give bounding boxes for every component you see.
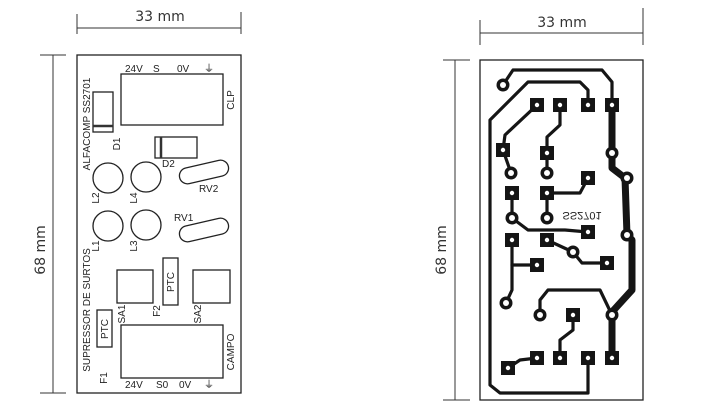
- surge-arrester-sa2: SA2: [192, 269, 231, 323]
- drill-hole: [505, 365, 511, 371]
- drill-hole: [544, 170, 550, 176]
- board-brand: ALFACOMP SS2701: [82, 77, 93, 170]
- clp-connector: 24V S 0V ⏚ CLP: [120, 63, 237, 126]
- varistor-rv2: RV2: [178, 159, 230, 195]
- campo-label: CAMPO: [226, 333, 237, 370]
- l4-label: L4: [129, 192, 140, 204]
- drill-hole: [508, 170, 514, 176]
- drill-hole: [534, 102, 540, 108]
- drill-hole: [609, 150, 615, 156]
- width-label: 33 mm: [537, 15, 587, 31]
- drill-hole: [534, 355, 540, 361]
- inductors: L2 L4 L1 L3: [91, 161, 162, 252]
- drill-hole: [534, 262, 540, 268]
- drill-hole: [609, 355, 615, 361]
- height-dimension: 68 mm: [434, 59, 470, 401]
- diode-d1: D1: [92, 91, 123, 150]
- ground-symbol: ⏚: [204, 379, 214, 391]
- pin-label: S: [153, 64, 160, 75]
- drill-hole: [500, 147, 506, 153]
- l1-label: L1: [91, 240, 102, 252]
- component-side-layout: 33 mm 68 mm 24V S 0V ⏚ CLP ALFACOMP SS27…: [33, 9, 242, 394]
- drill-hole: [544, 150, 550, 156]
- fuse-f1: PTC F1: [96, 309, 113, 384]
- drill-hole: [624, 232, 630, 238]
- height-label: 68 mm: [434, 225, 450, 275]
- drill-hole: [544, 190, 550, 196]
- drill-hole: [570, 312, 576, 318]
- d2-label: D2: [162, 159, 175, 170]
- copper-side-layout: 33 mm 68 mm SS2701: [434, 8, 644, 401]
- drill-hole: [624, 175, 630, 181]
- surge-arrester-sa1: SA1: [116, 269, 154, 323]
- round-pads: [496, 78, 634, 322]
- sa1-label: SA1: [117, 304, 128, 323]
- sa2-label: SA2: [193, 304, 204, 323]
- drill-hole: [585, 175, 591, 181]
- l3-label: L3: [129, 240, 140, 252]
- pin-label: S0: [156, 380, 169, 391]
- height-dimension: 68 mm: [33, 54, 66, 394]
- diode-d2: D2: [154, 136, 198, 170]
- f1-label: F1: [99, 372, 110, 384]
- width-dimension: 33 mm: [76, 9, 242, 34]
- drill-hole: [585, 355, 591, 361]
- drill-hole: [609, 312, 615, 318]
- pin-label: 24V: [125, 380, 143, 391]
- rv1-label: RV1: [174, 213, 194, 224]
- pin-label: 0V: [179, 380, 192, 391]
- drill-hole: [557, 102, 563, 108]
- width-label: 33 mm: [135, 9, 185, 25]
- drill-hole: [500, 82, 506, 88]
- drill-hole: [544, 237, 550, 243]
- d1-label: D1: [112, 137, 123, 150]
- drill-hole: [509, 190, 515, 196]
- clp-label: CLP: [226, 90, 237, 110]
- drill-hole: [503, 300, 509, 306]
- f2-label: F2: [152, 305, 163, 317]
- board-mark: SS2701: [562, 209, 601, 221]
- ptc-label: PTC: [166, 272, 177, 292]
- fuse-f2: PTC F2: [152, 257, 179, 317]
- drill-hole: [609, 102, 615, 108]
- drill-hole: [509, 215, 515, 221]
- pin-label: 0V: [177, 64, 190, 75]
- rv2-label: RV2: [199, 184, 219, 195]
- square-pads: [496, 98, 619, 375]
- l2-label: L2: [91, 192, 102, 204]
- drill-hole: [604, 260, 610, 266]
- ground-symbol: ⏚: [204, 63, 214, 75]
- pin-label: 24V: [125, 64, 143, 75]
- board-title: SUPRESSOR DE SURTOS: [82, 248, 93, 372]
- drill-hole: [544, 215, 550, 221]
- drill-hole: [509, 237, 515, 243]
- width-dimension: 33 mm: [479, 8, 644, 45]
- height-label: 68 mm: [33, 225, 49, 275]
- drill-hole: [585, 102, 591, 108]
- ptc-label: PTC: [100, 319, 111, 339]
- drill-hole: [557, 355, 563, 361]
- drill-hole: [585, 229, 591, 235]
- drill-hole: [570, 249, 576, 255]
- varistor-rv1: RV1: [174, 213, 230, 243]
- campo-connector: 24V S0 0V ⏚ CAMPO: [120, 324, 237, 391]
- drill-hole: [537, 312, 543, 318]
